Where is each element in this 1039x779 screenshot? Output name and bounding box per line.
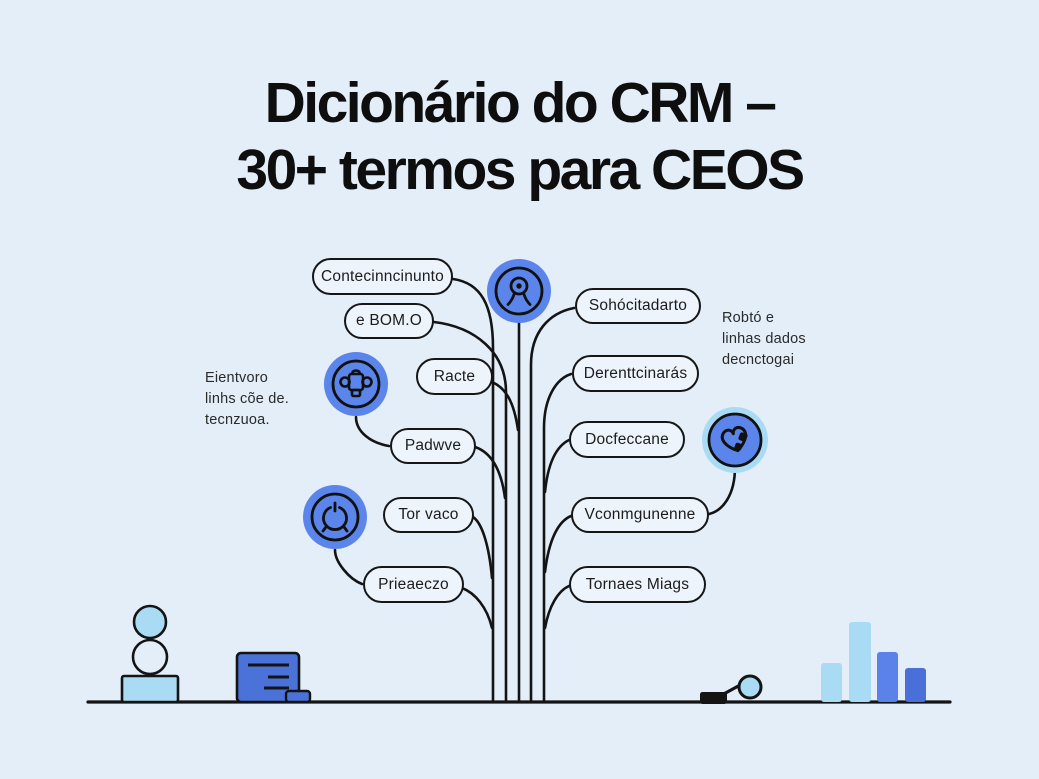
power-timer-icon <box>303 485 367 549</box>
magnifier-illustration <box>700 674 763 704</box>
term-pill-tor-vaco: Tor vaco <box>383 497 474 533</box>
term-pill-padwve: Padwve <box>390 428 476 464</box>
connector-line <box>333 548 364 586</box>
right-note: Robtó e linhas dados decnctogai <box>722 308 852 371</box>
connector-line <box>543 514 573 574</box>
term-pill-vconmgunenne: Vconmgunenne <box>571 497 709 533</box>
term-label: Padwve <box>404 437 462 454</box>
left-note-line1: Eientvoro <box>205 370 269 386</box>
left-note: Eientvoro linhs cõe de. tecnzuoa. <box>205 368 325 431</box>
term-pill-racte: Racte <box>416 358 493 395</box>
term-pill-prieaeczo: Prieaeczo <box>363 566 464 603</box>
term-label: Docfeccane <box>585 430 669 448</box>
connector-line <box>707 465 737 516</box>
connector-line <box>543 584 571 630</box>
figure-top-circle <box>132 604 168 640</box>
term-pill-derenttcinaras: Derenttcinarás <box>572 355 699 392</box>
page-title: Dicionário do CRM – 30+ termos para CEOS <box>0 70 1039 203</box>
bar-1 <box>821 663 842 702</box>
right-note-line3: decnctogai <box>722 352 795 368</box>
term-label: Racte <box>433 367 476 385</box>
gear-icon <box>324 352 388 416</box>
term-label: Vconmgunenne <box>584 506 696 523</box>
term-label: Derenttcinarás <box>583 364 688 382</box>
connector-line <box>543 438 571 494</box>
branch-line <box>542 372 573 704</box>
connector-line <box>490 380 520 432</box>
term-pill-e-bomo: e BOM.O <box>344 303 434 339</box>
figure-middle-circle <box>131 638 169 676</box>
branch-line <box>529 306 576 704</box>
term-pill-tornaes-miags: Tornaes Miags <box>569 566 706 603</box>
term-label: Tor vaco <box>398 506 459 523</box>
term-label: Tornaes Miags <box>585 575 690 593</box>
left-note-line2: linhs cõe de. <box>205 391 290 407</box>
term-label: Prieaeczo <box>378 575 449 593</box>
bar-4 <box>905 668 926 702</box>
stacked-figure-illustration <box>120 604 180 704</box>
bar-3 <box>877 652 898 702</box>
bar-chart-illustration <box>821 622 926 702</box>
document-illustration <box>235 651 312 704</box>
connector-line <box>354 415 391 448</box>
left-note-line3: tecnzuoa. <box>205 412 270 428</box>
connector-line <box>473 445 507 500</box>
heart-sync-icon <box>702 407 768 473</box>
term-label: Contecinncinunto <box>321 267 444 285</box>
page-title-line1: Dicionário do CRM – <box>264 71 777 135</box>
right-note-line2: linhas dados <box>722 331 806 347</box>
term-pill-contecinncinunto: Contecinncinunto <box>312 258 453 295</box>
page-title-line2: 30+ termos para CEOS <box>236 137 805 202</box>
branch-line <box>451 277 495 704</box>
term-label: e BOM.O <box>356 312 422 329</box>
connector-line <box>471 515 494 580</box>
award-ribbon-icon <box>487 259 551 323</box>
branch-line <box>432 320 508 704</box>
figure-base-rect <box>120 674 180 704</box>
term-pill-sohocitadarto: Sohócitadarto <box>575 288 701 324</box>
term-pill-docfeccane: Docfeccane <box>569 421 685 458</box>
term-label: Sohócitadarto <box>588 297 688 314</box>
bar-2 <box>849 622 871 702</box>
right-note-line1: Robtó e <box>722 310 775 326</box>
connector-line <box>460 586 494 630</box>
